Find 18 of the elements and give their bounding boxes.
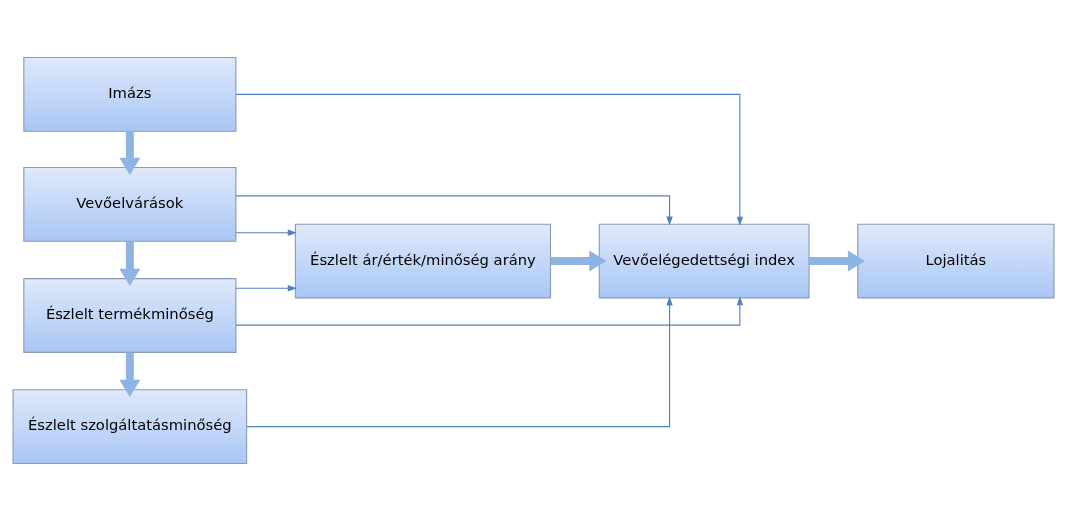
node-box: Imázs [23, 56, 237, 132]
arrow [235, 93, 744, 226]
arrow [809, 250, 866, 272]
node-box: Észlelt ár/érték/minőség arány [294, 223, 552, 298]
arrow [235, 194, 673, 226]
arrow [235, 229, 297, 236]
arrow [235, 295, 744, 326]
node-box: Észlelt termékminőség [23, 277, 237, 353]
arrow [119, 352, 141, 397]
arrow [119, 240, 141, 286]
arrow [235, 284, 297, 291]
arrow [550, 250, 607, 272]
arrow [119, 130, 141, 175]
node-box: Vevőelvárások [23, 166, 237, 242]
node-box: Vevőelégedettségi index [598, 223, 810, 298]
node-box: Lojalitás [857, 223, 1055, 298]
arrow [246, 296, 673, 427]
node-box: Észlelt szolgáltatásminőség [12, 388, 248, 464]
